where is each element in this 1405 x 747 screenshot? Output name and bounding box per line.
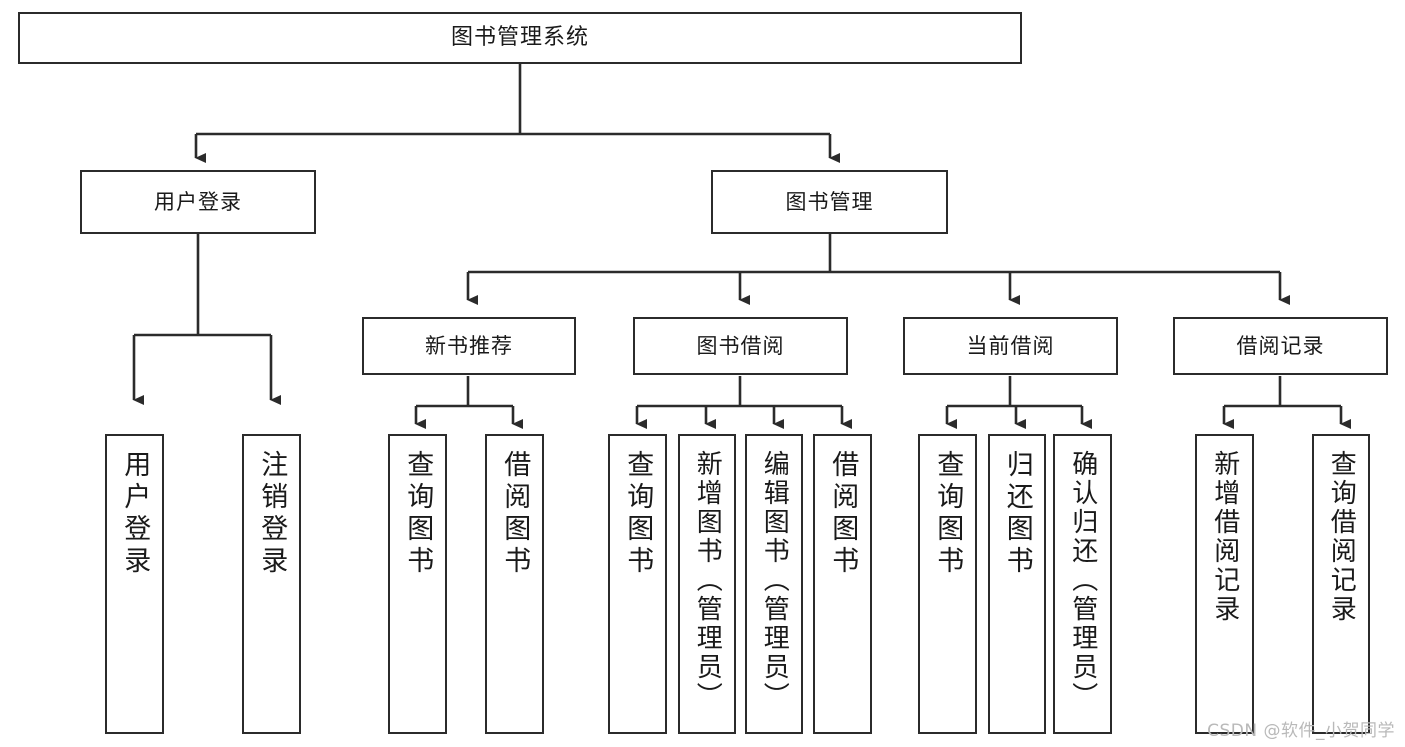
leaf-edit-book-admin[interactable]: 编辑图书（管理员）	[745, 434, 803, 734]
leaf-add-borrow-record[interactable]: 新增借阅记录	[1195, 434, 1254, 734]
node-label: 当前借阅	[966, 333, 1055, 358]
node-label: 借阅图书	[827, 450, 859, 578]
leaf-add-book-admin[interactable]: 新增图书（管理员）	[678, 434, 736, 734]
node-label: 编辑图书（管理员）	[759, 450, 790, 711]
node-label: 查询图书	[622, 450, 654, 578]
node-label: 查询图书	[402, 450, 434, 578]
leaf-query-book-borrowing[interactable]: 查询图书	[608, 434, 667, 734]
node-label: 确认归还（管理员）	[1067, 450, 1098, 711]
node-label: 借阅记录	[1236, 333, 1325, 358]
node-label: 查询图书	[932, 450, 964, 578]
leaf-borrow-book-borrowing[interactable]: 借阅图书	[813, 434, 872, 734]
leaf-logout[interactable]: 注销登录	[242, 434, 301, 734]
leaf-confirm-return-admin[interactable]: 确认归还（管理员）	[1053, 434, 1112, 734]
node-label: 新增图书（管理员）	[692, 450, 723, 711]
node-label: 图书管理系统	[450, 25, 589, 51]
node-new-book-recommendation[interactable]: 新书推荐	[362, 317, 576, 375]
leaf-return-book[interactable]: 归还图书	[988, 434, 1046, 734]
node-label: 查询借阅记录	[1326, 450, 1357, 624]
node-label: 借阅图书	[499, 450, 531, 578]
node-root-book-management-system[interactable]: 图书管理系统	[18, 12, 1022, 64]
node-book-borrowing[interactable]: 图书借阅	[633, 317, 848, 375]
node-label: 新书推荐	[425, 333, 513, 358]
leaf-query-book-current[interactable]: 查询图书	[918, 434, 977, 734]
leaf-user-login[interactable]: 用户登录	[105, 434, 164, 734]
node-borrowing-record[interactable]: 借阅记录	[1173, 317, 1388, 375]
leaf-borrow-book-new-rec[interactable]: 借阅图书	[485, 434, 544, 734]
node-label: 图书管理	[785, 189, 874, 214]
node-user-login[interactable]: 用户登录	[80, 170, 316, 234]
node-label: 用户登录	[154, 189, 242, 214]
leaf-query-book-new-rec[interactable]: 查询图书	[388, 434, 447, 734]
node-label: 新增借阅记录	[1209, 450, 1240, 624]
node-label: 注销登录	[256, 450, 288, 578]
node-current-borrowing[interactable]: 当前借阅	[903, 317, 1118, 375]
node-label: 归还图书	[1001, 450, 1033, 578]
node-label: 图书借阅	[696, 333, 785, 358]
node-book-management[interactable]: 图书管理	[711, 170, 948, 234]
leaf-query-borrow-record[interactable]: 查询借阅记录	[1312, 434, 1370, 734]
node-label: 用户登录	[119, 450, 151, 578]
csdn-watermark: CSDN @软件_小贺同学	[1207, 721, 1395, 741]
